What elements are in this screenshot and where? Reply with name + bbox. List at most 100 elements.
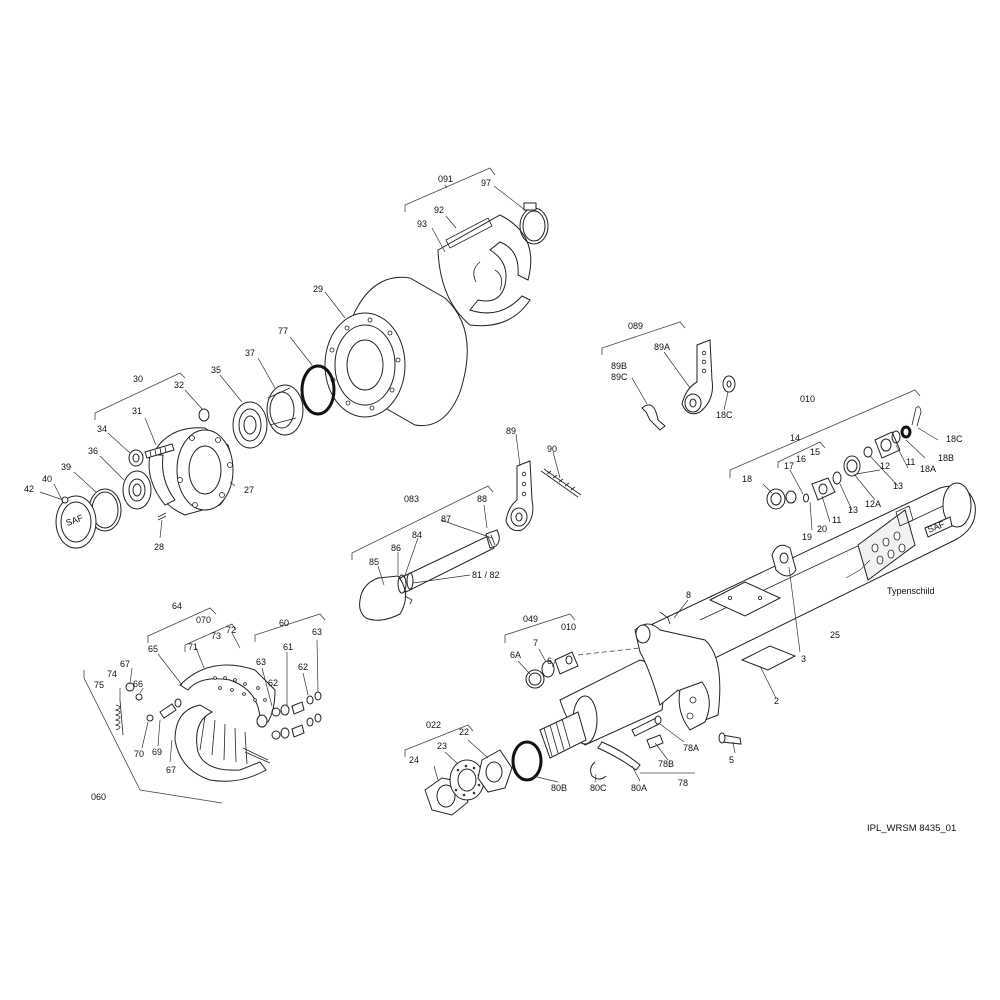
label-86: 86 <box>391 543 401 553</box>
label-18: 18 <box>742 474 752 484</box>
axle-beam-plate <box>857 505 916 581</box>
collar-nut <box>477 749 513 793</box>
label-13-lower: 13 <box>848 505 858 515</box>
brake-drum <box>324 276 468 427</box>
axle-spindle <box>539 659 664 759</box>
label-69: 69 <box>152 747 162 757</box>
label-90: 90 <box>547 444 557 454</box>
bolt-5 <box>718 732 742 745</box>
part-labels: 091 97 92 93 29 77 37 35 30 32 31 34 36 … <box>24 174 963 834</box>
side-bracket <box>771 544 797 577</box>
label-15: 15 <box>810 447 820 457</box>
label-11-lower: 11 <box>832 515 841 525</box>
hub-cap: SAF <box>55 495 97 549</box>
label-78A: 78A <box>683 743 699 753</box>
label-13-upper: 13 <box>893 481 903 491</box>
label-11-upper: 11 <box>906 457 915 467</box>
label-12: 12 <box>880 461 890 471</box>
brake-shoe-lower <box>174 704 271 782</box>
assembly-line-049 <box>577 647 641 656</box>
label-61: 61 <box>283 642 293 652</box>
label-083: 083 <box>404 494 419 504</box>
label-67-lower: 67 <box>166 765 176 775</box>
label-7: 7 <box>533 638 538 648</box>
brake-bolts-78 <box>631 715 664 749</box>
label-89B: 89B <box>611 361 627 371</box>
control-arm <box>641 404 666 431</box>
grease-nipple <box>659 611 671 625</box>
label-89A: 89A <box>654 342 670 352</box>
label-32: 32 <box>174 380 184 390</box>
label-88: 88 <box>477 494 487 504</box>
label-091: 091 <box>438 174 453 184</box>
label-22: 22 <box>459 727 469 737</box>
label-62-left: 62 <box>268 678 278 688</box>
label-66: 66 <box>133 679 143 689</box>
label-87: 87 <box>441 514 451 524</box>
label-97: 97 <box>481 178 491 188</box>
label-71: 71 <box>188 642 198 652</box>
label-16: 16 <box>796 454 806 464</box>
seal-ring <box>300 364 336 416</box>
outer-bearing <box>266 384 304 436</box>
retaining-rings-80 <box>511 740 641 782</box>
label-80A: 80A <box>631 783 647 793</box>
label-20: 20 <box>817 524 827 534</box>
label-30: 30 <box>133 374 143 384</box>
wheel-nut <box>128 449 144 467</box>
label-80B: 80B <box>551 783 567 793</box>
label-17: 17 <box>784 461 794 471</box>
label-18B: 18B <box>938 453 954 463</box>
label-63-left: 63 <box>256 657 266 667</box>
label-77: 77 <box>278 326 288 336</box>
label-42: 42 <box>24 484 34 494</box>
label-37: 37 <box>245 348 255 358</box>
label-14: 14 <box>790 433 800 443</box>
label-84: 84 <box>412 530 422 540</box>
label-29: 29 <box>313 284 323 294</box>
label-18A: 18A <box>920 464 936 474</box>
label-67-upper: 67 <box>120 659 130 669</box>
type-plate: SAF <box>924 516 953 538</box>
brake-spider <box>634 623 721 731</box>
leader-lines <box>39 167 939 804</box>
adjuster-gear <box>722 375 736 393</box>
wear-indicator-kit <box>525 651 579 689</box>
label-64: 64 <box>172 601 182 611</box>
label-089: 089 <box>628 321 643 331</box>
label-92: 92 <box>434 205 444 215</box>
label-39: 39 <box>61 462 71 472</box>
dust-shield-assembly <box>437 214 532 327</box>
shoe-return-spring <box>114 699 124 736</box>
label-060: 060 <box>91 792 106 802</box>
label-60: 60 <box>279 618 289 628</box>
hose-clamp <box>519 202 549 245</box>
label-36: 36 <box>88 446 98 456</box>
label-2: 2 <box>774 696 779 706</box>
lower-plate <box>740 645 797 671</box>
label-022: 022 <box>426 720 441 730</box>
label-85: 85 <box>369 557 379 567</box>
label-63-right: 63 <box>312 627 322 637</box>
label-010-kit: 010 <box>561 622 576 632</box>
label-40: 40 <box>42 474 52 484</box>
label-80C: 80C <box>590 783 607 793</box>
label-89C: 89C <box>611 372 628 382</box>
label-65: 65 <box>148 644 158 654</box>
label-19: 19 <box>802 532 812 542</box>
small-nut <box>198 408 210 422</box>
label-24: 24 <box>409 755 419 765</box>
label-049: 049 <box>523 614 538 624</box>
label-6: 6 <box>547 656 552 666</box>
drawing-id: IPL_WRSM 8435_01 <box>867 823 956 834</box>
label-72: 72 <box>226 625 236 635</box>
wheel-hub <box>148 427 234 516</box>
label-31: 31 <box>132 406 142 416</box>
split-pin <box>157 512 167 521</box>
label-89: 89 <box>506 426 516 436</box>
label-nameplate: Typenschild <box>887 586 935 596</box>
label-78: 78 <box>678 778 688 788</box>
label-070: 070 <box>196 615 211 625</box>
label-73: 73 <box>211 631 221 641</box>
